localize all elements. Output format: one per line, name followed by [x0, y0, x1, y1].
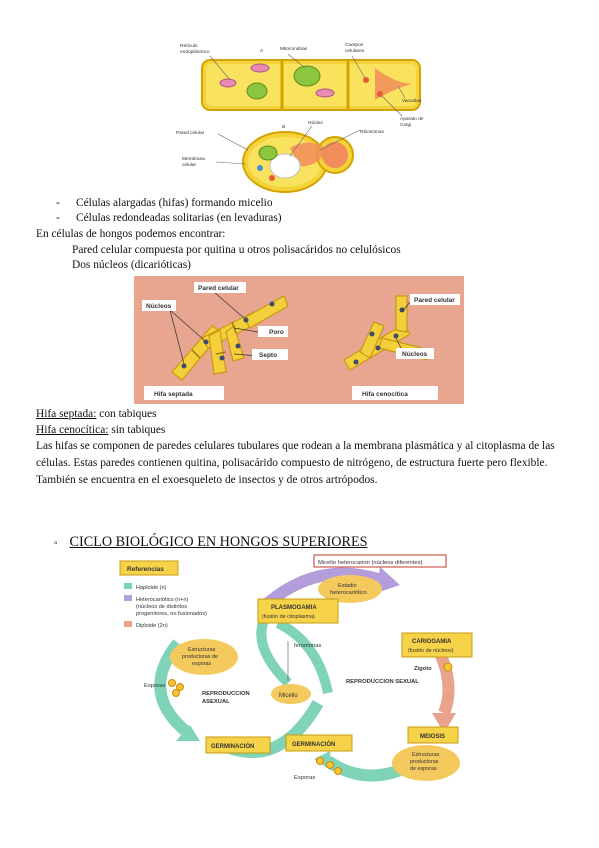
repro-sexual: REPRODUCCION SEXUAL — [346, 679, 419, 685]
germinacion-left: GERMINACIÓN — [211, 742, 254, 750]
cariogamia-sub: (fusión de núcleos) — [408, 648, 454, 654]
vacuolas-label: Vacuolas — [402, 98, 422, 104]
estadio-1: Estadio — [338, 583, 357, 589]
legend-progenitores: progenitores, no fusionados) — [136, 611, 207, 617]
pared-label: Pared celular — [176, 130, 205, 136]
intro-line: En células de hongos podemos encontrar: — [36, 228, 226, 240]
estadio-2: heterocariótico — [330, 590, 367, 596]
aparato-label-1: Aparato de — [400, 116, 424, 122]
def-septada: Hifa septada: con tabiques — [36, 408, 157, 420]
section-bullet: ▫ — [54, 538, 58, 549]
mitocondrias-label: Mitocondrias — [280, 46, 308, 52]
plasmogamia-sub: (fusión de citoplasma) — [262, 614, 315, 620]
label-poro: Poro — [269, 329, 284, 336]
feromonas-label: feromonas — [294, 643, 321, 649]
section-heading: ▫ CICLO BIOLÓGICO EN HONGOS SUPERIORES — [54, 533, 368, 553]
estructuras-left-3: esporas — [192, 661, 211, 667]
life-cycle-figure: Referencias Haploide (n) Heterocariótico… — [119, 554, 473, 782]
esporas-left: Esporas — [144, 683, 165, 689]
estructuras-left-1: Estructuras — [188, 647, 216, 653]
estructuras-right-3: de esporas — [410, 766, 437, 772]
cuerpos-label-1: Cuerpos — [345, 42, 364, 48]
fungal-cell-figure: A B Retículo endoplásmico Mitocondrias C… — [176, 42, 424, 193]
caption-hifa-septada: Hifa septada — [154, 391, 193, 398]
membrana-label-2: celular — [182, 162, 197, 168]
repro-asexual-1: REPRODUCCION — [202, 691, 250, 697]
meiosis-label: MEIOSIS — [420, 734, 445, 740]
ref-title: Referencias — [127, 566, 164, 573]
zigoto-label: Zigoto — [414, 666, 432, 672]
label-nucleos-left: Núcleos — [146, 303, 172, 310]
germinacion-mid: GERMINACIÓN — [292, 740, 335, 748]
micelio-heterocarion: Micelio heterocarion (núcleos diferentes… — [318, 560, 422, 566]
panel-a-letter: A — [260, 48, 264, 54]
nucleo-label: Núcleo — [308, 120, 323, 126]
label-septo: Septo — [259, 352, 277, 359]
hifas-paragraph: Las hifas se componen de paredes celular… — [36, 440, 555, 486]
label-pared-left: Pared celular — [198, 285, 239, 292]
estructuras-right-2: productoras — [410, 759, 439, 765]
reticulo-label-2: endoplásmico — [180, 49, 210, 55]
bullet-levaduras: -Células redondeadas solitarias (en leva… — [56, 212, 282, 224]
indent-nucleos: Dos núcleos (dicarióticas) — [72, 259, 191, 271]
legend-nucleos: (núcleos de distintos — [136, 604, 187, 610]
esporas-bottom: Esporas — [294, 775, 315, 781]
micelio-label: Micelio — [279, 693, 298, 699]
indent-pared: Pared celular compuesta por quitina u ot… — [72, 244, 401, 256]
cariogamia-title: CARIOGAMIA — [412, 639, 452, 645]
def-cenocitica: Hifa cenocítica: sin tabiques — [36, 424, 166, 436]
estructuras-left-2: productoras de — [182, 654, 218, 660]
hyphae-figure: Núcleos Pared celular Poro Septo Pared c… — [134, 276, 464, 404]
cuerpos-label-2: celulares — [345, 48, 365, 54]
estructuras-right-1: Estructuras — [412, 752, 440, 758]
section-title: CICLO BIOLÓGICO EN HONGOS SUPERIORES — [69, 534, 368, 550]
plasmogamia-title: PLASMOGAMIA — [271, 605, 317, 611]
membrana-label-1: Membrana — [182, 156, 205, 162]
legend-diploide: Diploide (2n) — [136, 623, 168, 629]
label-nucleos-right: Núcleos — [402, 351, 428, 358]
aparato-label-2: Golgi — [400, 122, 411, 128]
reticulo-label-1: Retículo — [180, 43, 198, 49]
label-pared-right: Pared celular — [414, 297, 455, 304]
caption-hifa-cenocitica: Hifa cenocítica — [362, 391, 408, 398]
legend-haploide: Haploide (n) — [136, 585, 167, 591]
panel-b-letter: B — [282, 124, 285, 130]
repro-asexual-2: ASEXUAL — [202, 699, 230, 705]
legend-heterocariotico: Heterocariótico (n+n) — [136, 597, 189, 603]
bullet-hifas: -Células alargadas (hifas) formando mice… — [56, 197, 273, 209]
ribosomas-label: Ribosomas — [360, 129, 385, 135]
